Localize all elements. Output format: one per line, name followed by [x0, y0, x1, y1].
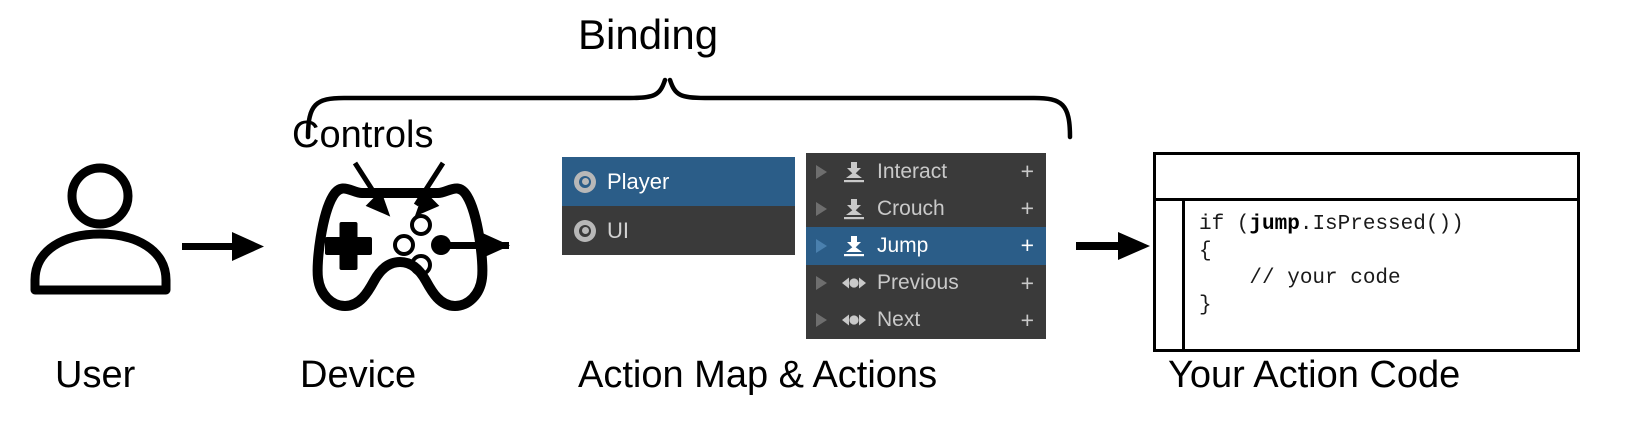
action-row-crouch[interactable]: Crouch +: [806, 190, 1046, 227]
gamepad-icon: [312, 183, 488, 311]
caption-action-map: Action Map & Actions: [578, 354, 938, 396]
person-icon: [30, 163, 171, 295]
action-row-next[interactable]: Next +: [806, 302, 1046, 339]
add-binding-button[interactable]: +: [1020, 269, 1034, 296]
code-window-body: if (jump.IsPressed()) { // your code }: [1156, 201, 1577, 352]
action-map-ring-icon: [574, 170, 596, 193]
dpad-icon: [325, 222, 372, 270]
arrow-actions-to-code-icon: [1076, 232, 1150, 260]
code-window[interactable]: if (jump.IsPressed()) { // your code }: [1153, 152, 1580, 352]
controls-arrows-icon: [352, 161, 446, 217]
caption-user: User: [55, 354, 136, 396]
code-window-titlebar: [1156, 155, 1577, 201]
code-line-4: }: [1199, 294, 1212, 317]
code-line-2: {: [1199, 240, 1212, 263]
action-label: Previous: [877, 271, 959, 295]
action-label: Next: [877, 308, 921, 332]
caption-code: Your Action Code: [1168, 354, 1461, 396]
add-binding-button[interactable]: +: [1020, 195, 1034, 222]
action-label: Interact: [877, 159, 948, 183]
add-binding-button[interactable]: +: [1020, 158, 1034, 185]
action-label: Jump: [877, 233, 929, 257]
face-button-top-icon: [410, 214, 432, 236]
action-label: Crouch: [877, 196, 945, 220]
action-map-label: UI: [607, 217, 629, 243]
code-gutter: [1156, 201, 1185, 352]
chevron-right-icon[interactable]: [816, 164, 827, 179]
add-binding-button[interactable]: +: [1020, 306, 1034, 333]
action-row-interact[interactable]: Interact +: [806, 153, 1046, 190]
button-action-icon: [844, 235, 864, 257]
face-button-bottom-icon: [410, 254, 432, 276]
caption-device: Device: [300, 354, 417, 396]
code-line-1-pre: if (: [1199, 213, 1250, 236]
face-button-left-icon: [393, 234, 415, 256]
button-action-icon: [844, 198, 864, 219]
arrow-device-to-actionmap-icon: [447, 231, 510, 260]
action-map-ring-icon: [574, 219, 596, 242]
code-line-3: // your code: [1199, 267, 1401, 290]
button-action-icon: [844, 161, 864, 182]
action-map-row-ui[interactable]: UI: [562, 206, 795, 255]
chevron-right-icon[interactable]: [816, 201, 827, 216]
chevron-right-icon[interactable]: [816, 276, 827, 291]
axis-action-icon: [842, 314, 866, 326]
face-button-right-icon: [431, 235, 451, 255]
axis-action-icon: [842, 277, 866, 289]
code-line-1-identifier: jump: [1249, 213, 1300, 236]
code-line-1-post: .IsPressed()): [1299, 213, 1464, 236]
code-editor-text[interactable]: if (jump.IsPressed()) { // your code }: [1185, 201, 1577, 352]
controls-label: Controls: [292, 114, 434, 156]
add-binding-button[interactable]: +: [1020, 232, 1034, 259]
actions-panel[interactable]: Interact + Crouch + Jump +: [806, 153, 1046, 339]
arrow-user-to-device-icon: [182, 232, 264, 261]
action-map-label: Player: [607, 168, 670, 194]
action-map-panel[interactable]: Player UI: [562, 157, 795, 255]
chevron-right-icon[interactable]: [816, 238, 827, 253]
action-row-jump[interactable]: Jump +: [806, 227, 1046, 265]
binding-label: Binding: [578, 11, 719, 58]
chevron-right-icon[interactable]: [816, 313, 827, 328]
action-map-row-player[interactable]: Player: [562, 157, 795, 206]
action-row-previous[interactable]: Previous +: [806, 265, 1046, 302]
